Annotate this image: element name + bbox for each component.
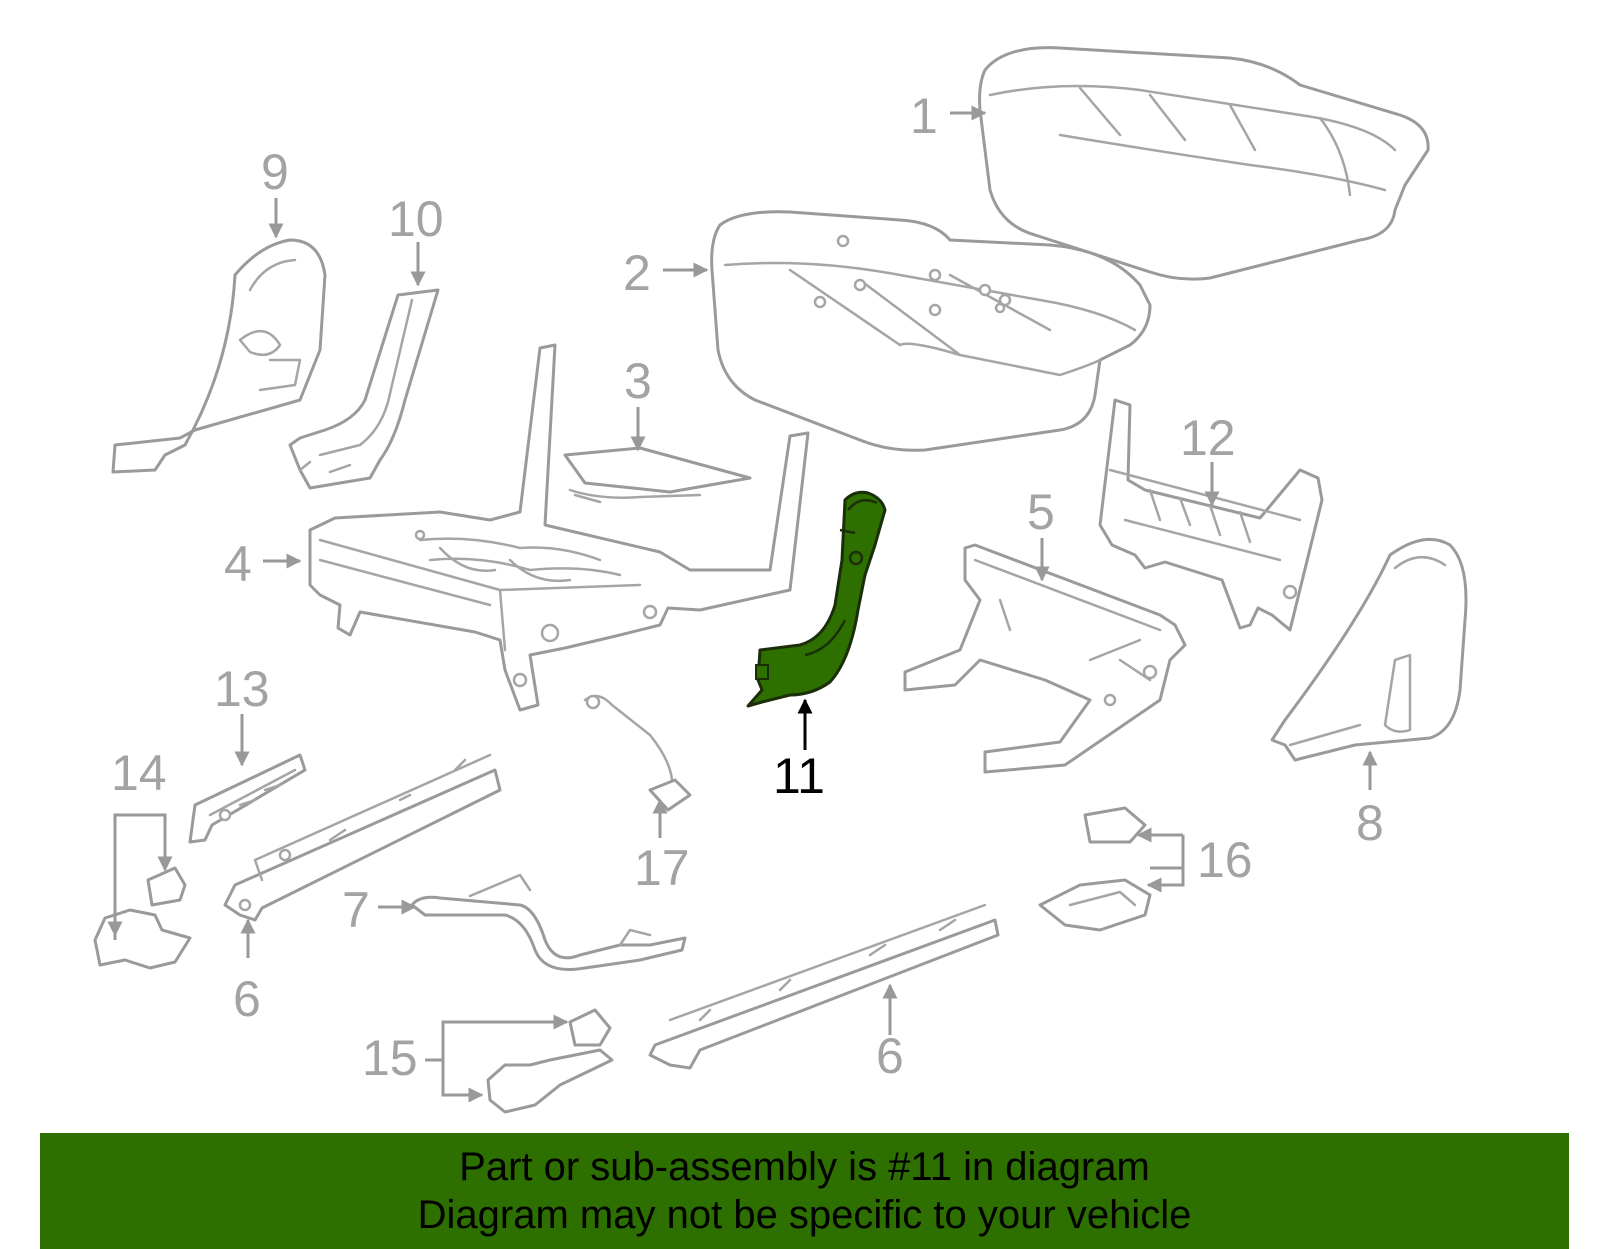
banner-line-1: Part or sub-assembly is #11 in diagram (459, 1145, 1150, 1189)
callout-17: 17 (634, 840, 690, 896)
callout-6-left: 6 (233, 971, 261, 1027)
part-9-side-cover[interactable] (111, 238, 327, 474)
part-6-left-track[interactable] (223, 753, 502, 922)
info-banner: Part or sub-assembly is #11 in diagram D… (40, 1133, 1569, 1249)
banner-line-2: Diagram may not be specific to your vehi… (417, 1193, 1192, 1237)
callout-14: 14 (111, 745, 167, 801)
callout-6-right: 6 (876, 1028, 904, 1084)
callout-15: 15 (362, 1030, 418, 1086)
callout-12: 12 (1180, 410, 1236, 466)
callout-10: 10 (388, 191, 444, 247)
callout-3: 3 (624, 353, 652, 409)
callout-4: 4 (224, 536, 252, 592)
callout-1: 1 (910, 88, 938, 144)
callout-2: 2 (623, 245, 651, 301)
part-6-right-track[interactable] (648, 903, 1000, 1070)
part-2-cushion-pad[interactable] (710, 210, 1152, 452)
callout-16: 16 (1197, 832, 1253, 888)
part-10-trim[interactable] (288, 288, 440, 490)
callout-5: 5 (1027, 484, 1055, 540)
part-8-side-cover[interactable] (1270, 537, 1468, 762)
part-17-harness[interactable] (583, 694, 692, 812)
part-3-panel[interactable] (563, 446, 752, 504)
part-12-back-frame[interactable] (1098, 398, 1324, 632)
part-14-clips[interactable] (93, 866, 192, 970)
callout-11: 11 (773, 748, 825, 804)
part-15-clips[interactable] (486, 1008, 614, 1114)
callout-13: 13 (214, 661, 270, 717)
callout-labels: 1 2 3 4 5 6 6 7 8 9 10 11 12 13 14 15 16… (111, 88, 1384, 1086)
part-11-trim-highlighted[interactable] (746, 490, 887, 708)
callout-9: 9 (261, 144, 289, 200)
part-16-covers[interactable] (1038, 806, 1152, 932)
part-1-cushion-cover[interactable] (978, 46, 1430, 281)
part-7-cable[interactable] (410, 873, 687, 971)
callout-7: 7 (342, 882, 370, 938)
part-4-seat-frame[interactable] (308, 343, 810, 712)
part-13-bracket[interactable] (188, 753, 307, 844)
callout-8: 8 (1356, 795, 1384, 851)
leader-lines (107, 105, 1378, 1103)
part-5-bracket[interactable] (903, 543, 1187, 774)
